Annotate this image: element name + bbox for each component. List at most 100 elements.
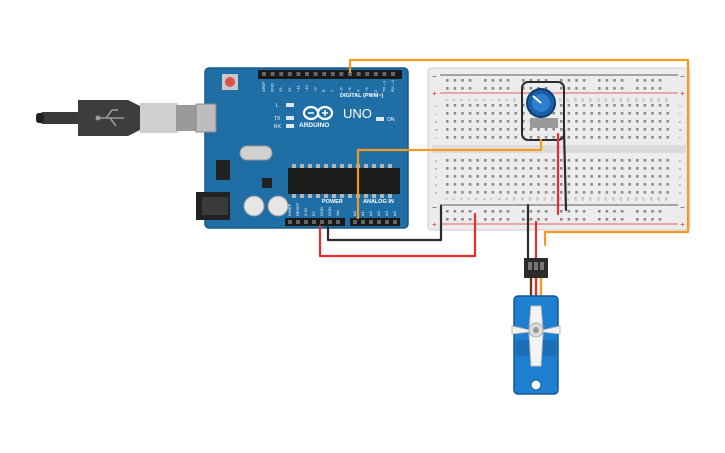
terminal-hole[interactable] xyxy=(643,104,647,107)
rail-hole[interactable] xyxy=(453,79,457,82)
terminal-hole[interactable] xyxy=(590,120,593,123)
terminal-hole[interactable] xyxy=(446,104,449,107)
terminal-hole[interactable] xyxy=(605,120,609,123)
rail-hole[interactable] xyxy=(567,79,571,82)
terminal-hole[interactable] xyxy=(636,120,639,123)
rail-hole[interactable] xyxy=(613,218,616,221)
terminal-hole[interactable] xyxy=(529,175,533,178)
terminal-hole[interactable] xyxy=(552,159,555,162)
rail-hole[interactable] xyxy=(560,218,563,221)
terminal-hole[interactable] xyxy=(575,104,578,107)
orange-wire-analog[interactable] xyxy=(356,138,543,220)
terminal-hole[interactable] xyxy=(582,175,586,178)
terminal-hole[interactable] xyxy=(491,167,495,170)
digital-pin-hole[interactable] xyxy=(330,72,335,76)
terminal-hole[interactable] xyxy=(575,191,578,194)
terminal-hole[interactable] xyxy=(468,136,472,139)
terminal-hole[interactable] xyxy=(506,120,510,123)
terminal-hole[interactable] xyxy=(453,167,457,170)
terminal-hole[interactable] xyxy=(598,128,601,131)
black-wire-pot[interactable] xyxy=(562,128,568,212)
rail-hole[interactable] xyxy=(537,210,540,213)
terminal-hole[interactable] xyxy=(446,120,449,123)
terminal-hole[interactable] xyxy=(658,183,662,186)
terminal-hole[interactable] xyxy=(628,183,631,186)
terminal-hole[interactable] xyxy=(499,175,502,178)
digital-pin-hole[interactable] xyxy=(270,72,275,76)
rail-hole[interactable] xyxy=(651,87,654,90)
digital-pin-hole[interactable] xyxy=(373,72,378,76)
digital-pin-hole[interactable] xyxy=(348,72,352,76)
terminal-hole[interactable] xyxy=(461,159,464,162)
terminal-hole[interactable] xyxy=(522,175,525,178)
terminal-hole[interactable] xyxy=(446,191,449,194)
rail-hole[interactable] xyxy=(522,87,525,90)
power-pin-hole[interactable] xyxy=(328,220,332,224)
terminal-hole[interactable] xyxy=(636,175,639,178)
terminal-hole[interactable] xyxy=(658,175,662,178)
terminal-hole[interactable] xyxy=(605,136,609,139)
terminal-hole[interactable] xyxy=(476,175,479,178)
terminal-hole[interactable] xyxy=(651,191,654,194)
rail-hole[interactable] xyxy=(643,218,647,221)
terminal-hole[interactable] xyxy=(506,128,510,131)
digital-pin-hole[interactable] xyxy=(313,72,318,76)
power-pin-hole[interactable] xyxy=(320,220,324,224)
terminal-hole[interactable] xyxy=(468,175,472,178)
terminal-hole[interactable] xyxy=(446,167,449,170)
terminal-hole[interactable] xyxy=(491,128,495,131)
terminal-hole[interactable] xyxy=(567,136,571,139)
rail-hole[interactable] xyxy=(544,218,548,221)
terminal-hole[interactable] xyxy=(643,159,647,162)
terminal-hole[interactable] xyxy=(575,136,578,139)
terminal-hole[interactable] xyxy=(446,136,449,139)
digital-pin-hole[interactable] xyxy=(365,72,370,76)
terminal-hole[interactable] xyxy=(582,104,586,107)
rail-hole[interactable] xyxy=(643,79,647,82)
power-pin-hole[interactable] xyxy=(336,220,340,224)
terminal-hole[interactable] xyxy=(522,167,525,170)
terminal-hole[interactable] xyxy=(446,183,449,186)
rail-hole[interactable] xyxy=(544,79,548,82)
terminal-hole[interactable] xyxy=(529,159,533,162)
terminal-hole[interactable] xyxy=(590,136,593,139)
terminal-hole[interactable] xyxy=(620,191,624,194)
analog-pin-hole[interactable] xyxy=(377,220,381,224)
rail-hole[interactable] xyxy=(575,210,578,213)
terminal-hole[interactable] xyxy=(605,191,609,194)
rail-hole[interactable] xyxy=(453,218,457,221)
terminal-hole[interactable] xyxy=(461,175,464,178)
terminal-hole[interactable] xyxy=(590,167,593,170)
terminal-hole[interactable] xyxy=(468,120,472,123)
terminal-hole[interactable] xyxy=(468,191,472,194)
terminal-hole[interactable] xyxy=(560,167,563,170)
terminal-hole[interactable] xyxy=(544,167,548,170)
terminal-hole[interactable] xyxy=(613,128,616,131)
terminal-hole[interactable] xyxy=(590,112,593,115)
servo-motor-icon[interactable] xyxy=(511,258,561,395)
terminal-hole[interactable] xyxy=(628,136,631,139)
terminal-hole[interactable] xyxy=(567,112,571,115)
terminal-hole[interactable] xyxy=(643,128,647,131)
terminal-hole[interactable] xyxy=(544,183,548,186)
terminal-hole[interactable] xyxy=(552,112,555,115)
rail-hole[interactable] xyxy=(468,218,472,221)
terminal-hole[interactable] xyxy=(514,191,517,194)
terminal-hole[interactable] xyxy=(598,120,601,123)
terminal-hole[interactable] xyxy=(628,191,631,194)
terminal-hole[interactable] xyxy=(484,104,487,107)
terminal-hole[interactable] xyxy=(514,104,517,107)
terminal-hole[interactable] xyxy=(575,183,578,186)
terminal-hole[interactable] xyxy=(522,191,525,194)
terminal-hole[interactable] xyxy=(491,175,495,178)
rail-hole[interactable] xyxy=(491,218,495,221)
terminal-hole[interactable] xyxy=(636,136,639,139)
rail-hole[interactable] xyxy=(560,210,563,213)
terminal-hole[interactable] xyxy=(552,183,555,186)
rail-hole[interactable] xyxy=(484,218,487,221)
terminal-hole[interactable] xyxy=(453,120,457,123)
terminal-hole[interactable] xyxy=(560,191,563,194)
terminal-hole[interactable] xyxy=(499,159,502,162)
terminal-hole[interactable] xyxy=(598,112,601,115)
terminal-hole[interactable] xyxy=(620,159,624,162)
